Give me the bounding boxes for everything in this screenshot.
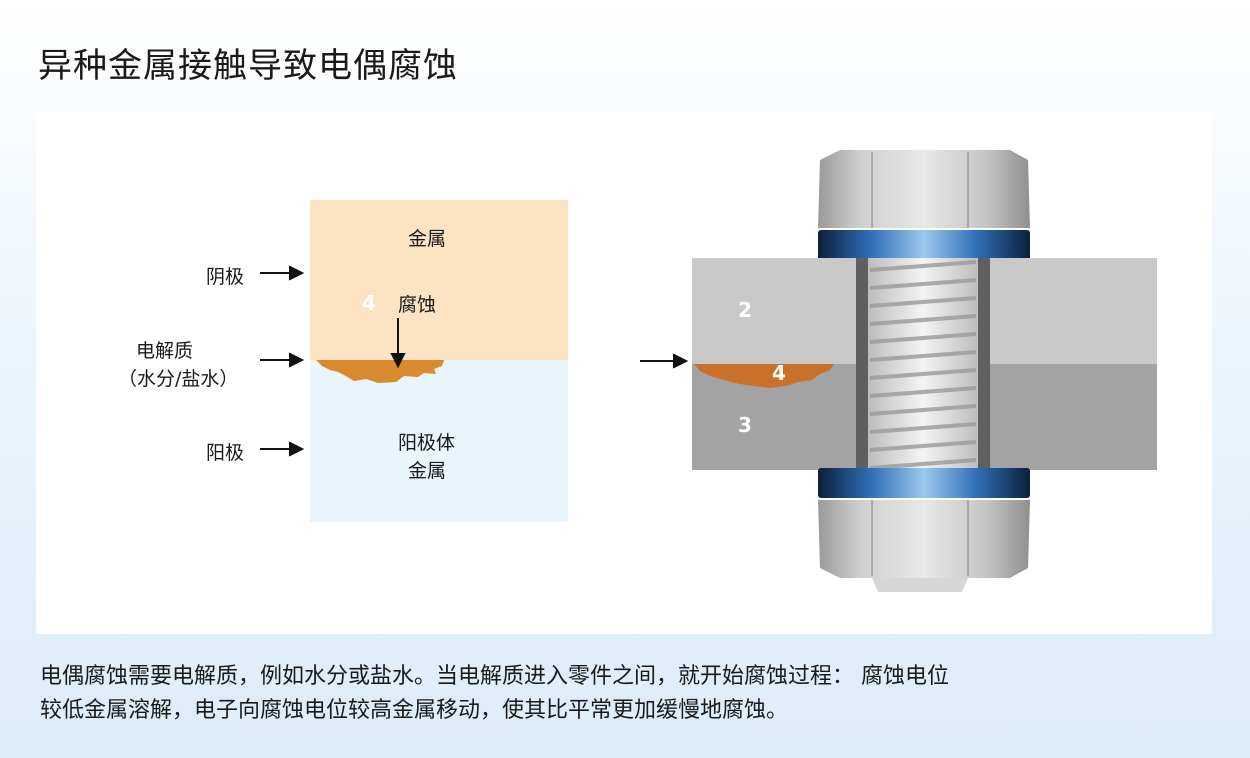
- top-washer: [818, 230, 1030, 260]
- bolt-shank: [868, 258, 978, 470]
- bolt-tip: [872, 578, 968, 592]
- anode-arrow: [260, 441, 305, 457]
- lower-plate-number: 3: [738, 413, 752, 437]
- caption-line-2: 较低金属溶解，电子向腐蚀电位较高金属移动，使其比平常更加缓慢地腐蚀。: [40, 698, 789, 723]
- anode-label: 阳极: [206, 442, 245, 464]
- page-title: 异种金属接触导致电偶腐蚀: [38, 46, 458, 86]
- electrolyte-note: （水分/盐水）: [118, 368, 239, 390]
- cathode-metal-block: [310, 200, 568, 360]
- cathode-arrow: [260, 265, 305, 281]
- corrosion-label: 腐蚀: [398, 294, 437, 316]
- corrosion-arrow: [390, 318, 406, 369]
- top-metal-label: 金属: [408, 228, 447, 250]
- bottom-washer: [818, 468, 1030, 498]
- upper-plate-number: 2: [738, 298, 752, 322]
- anode-metal-label-line1: 阳极体: [398, 432, 456, 454]
- anode-metal-label-line2: 金属: [408, 460, 447, 482]
- corrosion-pit: [316, 360, 444, 383]
- caption: 电偶腐蚀需要电解质，例如水分或盐水。当电解质进入零件之间，就开始腐蚀过程： 腐蚀…: [40, 660, 1210, 728]
- electrolyte-arrow: [260, 352, 305, 368]
- anode-metal-block: [310, 360, 568, 522]
- bolt-threads: [869, 260, 977, 470]
- electrolyte-label: 电解质: [136, 340, 194, 362]
- nut: [818, 500, 1030, 578]
- cathode-label: 阴极: [206, 266, 245, 288]
- corrosion-number: 4: [362, 291, 376, 315]
- corrosion-number-right: 4: [772, 361, 786, 385]
- bolt-head: [818, 150, 1030, 228]
- interface-arrow: [640, 353, 689, 369]
- plate-corrosion: [694, 364, 834, 388]
- caption-line-1: 电偶腐蚀需要电解质，例如水分或盐水。当电解质进入零件之间，就开始腐蚀过程： 腐蚀…: [40, 664, 949, 689]
